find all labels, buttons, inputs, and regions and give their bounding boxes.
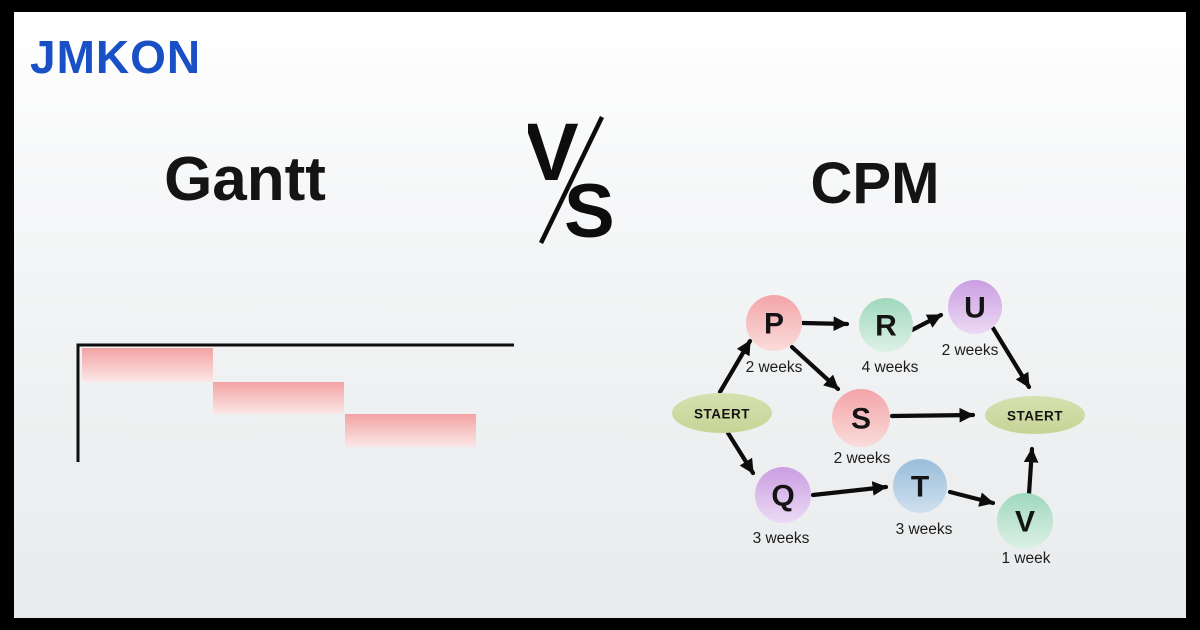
duration-label-v: 1 week: [1001, 550, 1050, 567]
edge-t-v: [947, 489, 996, 507]
node-p-circle: [746, 295, 802, 351]
start-ellipse: [672, 393, 772, 433]
edge-v-end: [1023, 446, 1039, 497]
brand-logo: JMKON: [30, 31, 202, 83]
node-s-letter: S: [851, 403, 871, 436]
gantt-bar: [345, 414, 476, 447]
end-ellipse-label: STAERT: [1007, 409, 1063, 424]
node-v-circle: [997, 493, 1053, 549]
duration-label-q: 3 weeks: [753, 530, 810, 547]
duration-label-t: 3 weeks: [896, 521, 953, 538]
gantt-bar: [213, 382, 344, 414]
end-ellipse: [985, 396, 1085, 434]
cpm-title: CPM: [810, 151, 940, 216]
node-v-letter: V: [1015, 506, 1035, 539]
node-q-circle: [755, 467, 811, 523]
edge-start-q: [725, 430, 756, 476]
gantt-axis: [76, 343, 514, 462]
node-u-circle: [948, 280, 1002, 334]
duration-label-p: 2 weeks: [746, 359, 803, 376]
node-p-letter: P: [764, 308, 784, 341]
gantt-title: Gantt: [164, 145, 326, 214]
vs-mark: V S: [524, 107, 615, 254]
duration-label-s: 2 weeks: [834, 450, 891, 467]
gantt-bar: [82, 348, 213, 382]
gantt-chart-graphic: [76, 343, 514, 462]
cpm-edges: [717, 312, 1039, 507]
cpm-diagram-graphic: STAERT STAERT P R U S Q T V 2 weeks 4 we…: [672, 280, 1085, 567]
node-q-letter: Q: [771, 480, 794, 513]
vs-mark-graphic: V S: [524, 107, 615, 254]
edge-p-s: [789, 344, 841, 392]
node-t-circle: [893, 459, 947, 513]
edge-s-end: [889, 407, 976, 423]
node-r-letter: R: [875, 310, 897, 343]
cpm-diagram: STAERT STAERT P R U S Q T V 2 weeks 4 we…: [650, 260, 1130, 600]
duration-label-u: 2 weeks: [942, 342, 999, 359]
node-r-circle: [859, 298, 913, 352]
edge-start-p: [717, 338, 753, 395]
duration-label-r: 4 weeks: [862, 359, 919, 376]
node-t-letter: T: [911, 471, 929, 504]
start-ellipse-label: STAERT: [694, 407, 750, 422]
edge-q-t: [810, 481, 889, 498]
node-s-circle: [832, 389, 890, 447]
edge-u-end: [990, 325, 1032, 390]
edge-r-u: [909, 312, 944, 333]
vs-slash: [538, 116, 605, 244]
node-u-letter: U: [964, 292, 986, 325]
edge-p-r: [800, 316, 850, 332]
gantt-chart: [60, 330, 520, 470]
